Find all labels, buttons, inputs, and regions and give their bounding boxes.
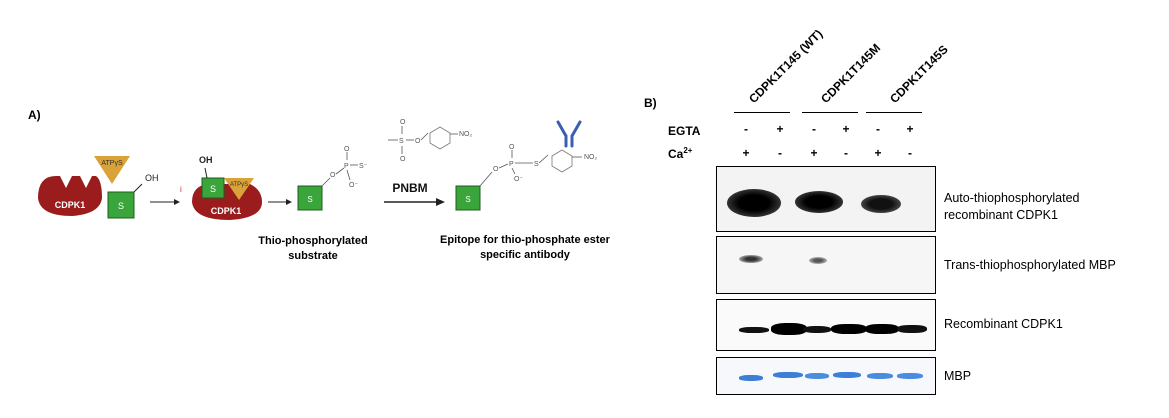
- band-mbp-2: [773, 372, 803, 378]
- ca-sign-5: +: [874, 146, 882, 160]
- svg-text:NO₂: NO₂: [459, 131, 473, 138]
- band-mbp-6: [897, 373, 923, 379]
- svg-text:O: O: [330, 172, 336, 179]
- egta-sign-2: +: [776, 122, 784, 136]
- band-mbp-3: [805, 373, 829, 379]
- reaction-arrow-1: i: [150, 185, 182, 205]
- svg-text:O: O: [415, 138, 421, 145]
- egta-sign-6: +: [906, 122, 914, 136]
- band-auto-t145m: [795, 191, 843, 213]
- ca-sign-1: +: [742, 146, 750, 160]
- svg-text:O: O: [400, 156, 406, 163]
- band-mbp-5: [867, 373, 893, 379]
- kinase-label: CDPK1: [55, 200, 86, 210]
- svg-text:S⁻: S⁻: [359, 163, 368, 170]
- band-auto-t145s: [861, 195, 901, 213]
- panel-a-label: A): [28, 108, 41, 122]
- band-rec-1: [739, 327, 769, 333]
- svg-text:O: O: [509, 144, 515, 151]
- svg-text:O: O: [493, 166, 499, 173]
- reaction-scheme: CDPK1 ATPγS S OH i CDPK1 S OH ATPγS S O: [38, 119, 598, 220]
- svg-text:CDPK1: CDPK1: [211, 206, 242, 216]
- egta-sign-4: +: [842, 122, 850, 136]
- svg-text:S: S: [307, 195, 312, 204]
- svg-text:S: S: [118, 201, 124, 211]
- calcium-row-label: Ca2+: [668, 146, 693, 161]
- blot-trans-thiophosphorylated: [716, 236, 936, 294]
- band-rec-3: [803, 326, 831, 333]
- svg-text:S: S: [399, 138, 404, 145]
- ca-sign-2: -: [778, 146, 782, 160]
- blot-recombinant-cdpk1: [716, 299, 936, 351]
- band-rec-5: [865, 324, 899, 334]
- svg-text:O: O: [400, 119, 406, 126]
- ca-sign-6: -: [908, 146, 912, 160]
- reaction-arrow-2: [268, 199, 292, 205]
- atp-gamma-s-triangle: ATPγS: [94, 156, 130, 184]
- svg-text:S: S: [465, 195, 470, 204]
- band-rec-4: [831, 324, 867, 334]
- lane-header-wt: CDPK1T145 (WT): [746, 26, 826, 106]
- svg-text:O⁻: O⁻: [349, 182, 358, 189]
- svg-text:S: S: [210, 184, 216, 194]
- thio-caption: Thio-phosphorylated substrate: [258, 235, 368, 262]
- svg-text:ATPγS: ATPγS: [101, 160, 123, 167]
- blot-mbp: [716, 357, 936, 395]
- kinase-cdpk1-free: CDPK1: [38, 176, 102, 216]
- lane-header-t145m: CDPK1T145M: [818, 40, 884, 106]
- egta-sign-3: -: [812, 122, 816, 136]
- band-auto-wt: [727, 189, 781, 217]
- svg-text:OH: OH: [145, 173, 159, 183]
- ca-sign-3: +: [810, 146, 818, 160]
- band-rec-2: [771, 323, 807, 335]
- blot-auto-thiophosphorylated: [716, 166, 936, 232]
- blot-label-trans: Trans-thiophosphorylated MBP: [944, 258, 1116, 272]
- svg-text:NO₂: NO₂: [584, 154, 598, 161]
- svg-text:O⁻: O⁻: [514, 176, 523, 183]
- substrate-square: S OH: [107, 173, 159, 219]
- egta-sign-5: -: [876, 122, 880, 136]
- lane-header-t145s: CDPK1T145S: [887, 42, 951, 106]
- band-mbp-4: [833, 372, 861, 378]
- ca-sign-4: -: [844, 146, 848, 160]
- epitope-caption: Epitope for thio-phosphate ester specifi…: [440, 234, 610, 261]
- lane-group-bar-t145m: [802, 112, 858, 113]
- band-trans-t145m: [809, 257, 827, 264]
- panel-b-label: B): [644, 96, 657, 110]
- svg-text:P: P: [344, 163, 349, 170]
- blot-label-mbp: MBP: [944, 369, 972, 383]
- antibody-icon: [556, 120, 582, 148]
- svg-text:ATPγS: ATPγS: [230, 182, 248, 188]
- blot-label-auto: Auto-thiophosphorylated recombinant CDPK…: [944, 191, 1080, 222]
- svg-text:O: O: [344, 146, 350, 153]
- thio-phosphorylated-substrate: S O P O S⁻ O⁻: [297, 146, 368, 211]
- pnbm-structure: O S O O NO₂: [388, 119, 473, 163]
- band-rec-6: [897, 325, 927, 333]
- egta-row-label: EGTA: [668, 124, 701, 138]
- lane-group-bar-t145s: [866, 112, 922, 113]
- svg-text:S: S: [534, 161, 539, 168]
- lane-group-bar-wt: [734, 112, 790, 113]
- reaction-arrow-3: [384, 198, 445, 206]
- band-mbp-1: [739, 375, 763, 381]
- blot-label-recombinant: Recombinant CDPK1: [944, 317, 1063, 331]
- svg-text:OH: OH: [199, 155, 213, 165]
- svg-text:i: i: [180, 185, 182, 194]
- pnbm-label: PNBM: [392, 181, 427, 195]
- band-trans-wt: [739, 255, 763, 263]
- svg-text:P: P: [509, 161, 514, 168]
- egta-sign-1: -: [744, 122, 748, 136]
- epitope-product: S O P O O⁻ S NO₂: [455, 144, 598, 211]
- kinase-substrate-complex: CDPK1 S OH ATPγS: [192, 155, 262, 220]
